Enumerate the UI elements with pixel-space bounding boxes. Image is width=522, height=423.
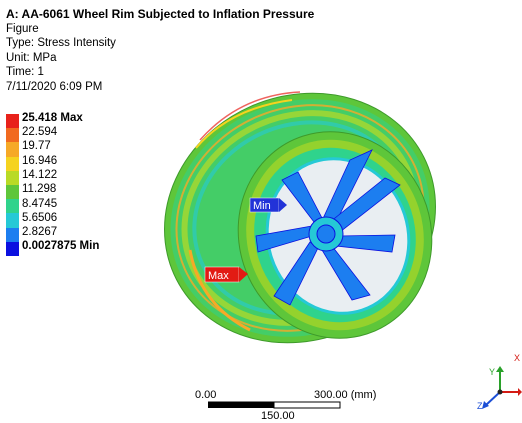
triad-x-label: X [514,353,520,363]
result-type: Type: Stress Intensity [6,37,116,50]
legend-swatch [6,114,19,129]
legend-swatch [6,156,19,171]
axis-triad-icon[interactable]: X Y Z [477,353,522,411]
legend-max-label: 25.418 Max [22,112,83,124]
legend-label: 8.4745 [22,197,58,210]
legend-label: 19.77 [22,140,51,152]
wheel-rim-model [164,91,436,344]
legend-swatch [6,185,19,200]
legend-label: 16.946 [22,154,58,167]
legend-label: 2.8267 [22,226,58,238]
legend-label: 14.122 [22,169,58,181]
triad-y-label: Y [489,367,495,377]
legend-swatch [6,199,19,214]
scale-bar [208,401,341,409]
scale-bar-left-label: 0.00 [195,389,217,401]
result-date: 7/11/2020 6:09 PM [6,80,103,93]
legend-swatch [6,142,19,157]
legend-label: 22.594 [22,126,58,138]
legend-swatch [6,213,19,228]
legend-label: 11.298 [22,183,57,195]
legend-swatch [6,170,19,185]
max-probe[interactable]: Max [204,266,248,283]
result-unit: Unit: MPa [6,51,57,64]
legend-swatch [6,128,19,143]
scale-bar-mid-label: 150.00 [261,410,295,422]
triad-z-label: Z [477,401,483,411]
result-header: A: AA-6061 Wheel Rim Subjected to Inflat… [6,7,314,95]
figure-label: Figure [6,22,39,35]
legend-swatch [6,227,19,242]
model-title: A: AA-6061 Wheel Rim Subjected to Inflat… [6,7,315,21]
scale-bar-right-label: 300.00 (mm) [314,389,377,401]
legend-swatch [6,241,19,256]
result-time: Time: 1 [6,66,44,79]
max-probe-label: Max [208,270,229,282]
legend-label: 5.6506 [22,211,58,224]
min-probe[interactable]: Min [249,197,287,213]
min-probe-label: Min [253,200,271,212]
legend-min-label: 0.0027875 Min [22,240,100,252]
